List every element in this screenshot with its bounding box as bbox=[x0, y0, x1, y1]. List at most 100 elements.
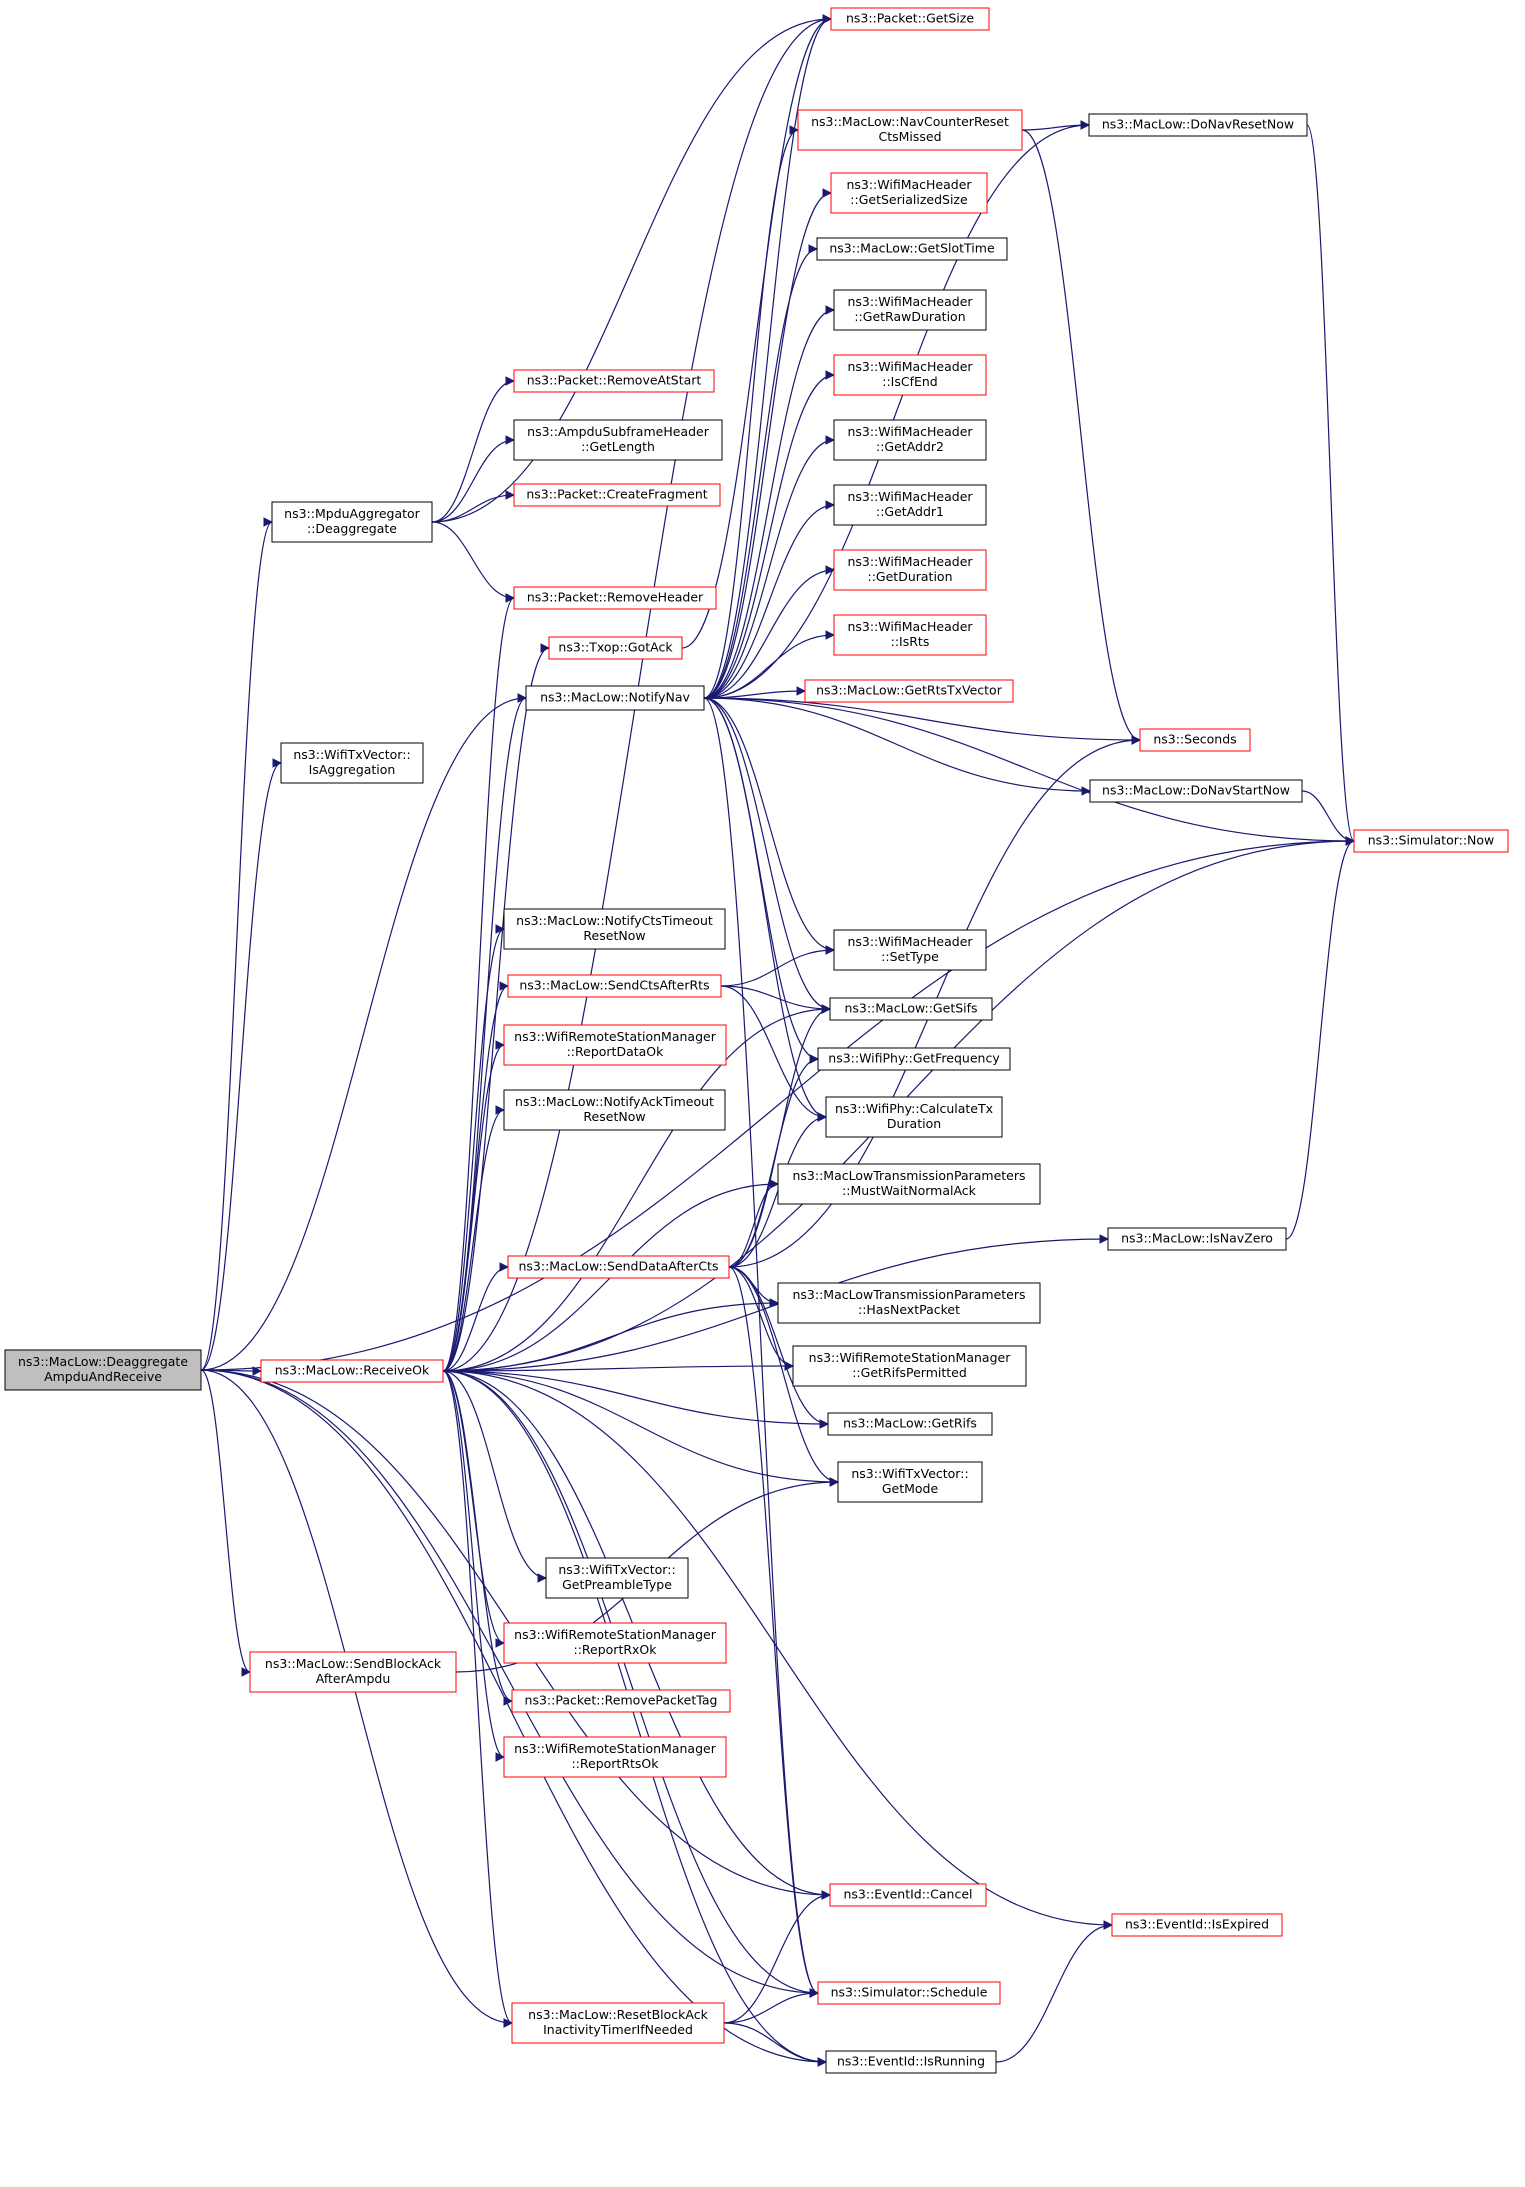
node-box bbox=[792, 1345, 1027, 1387]
node-mpdu-deagg[interactable]: ns3::MpduAggregator::Deaggregate bbox=[271, 501, 433, 543]
call-edge-root-to-notify_nav bbox=[200, 693, 527, 1371]
node-remove-at-start[interactable]: ns3::Packet::RemoveAtStart bbox=[513, 369, 715, 393]
node-notify-nav[interactable]: ns3::MacLow::NotifyNav bbox=[525, 685, 705, 711]
call-edge-receive_ok-to-notify_ack_timeout bbox=[442, 1105, 505, 1372]
node-is-nav-zero[interactable]: ns3::MacLow::IsNavZero bbox=[1107, 1227, 1287, 1251]
node-box bbox=[829, 997, 993, 1021]
node-get-frequency[interactable]: ns3::WifiPhy::GetFrequency bbox=[817, 1047, 1011, 1071]
node-get-duration[interactable]: ns3::WifiMacHeader::GetDuration bbox=[833, 549, 987, 591]
node-ampdu-getlength[interactable]: ns3::AmpduSubframeHeader::GetLength bbox=[513, 419, 723, 461]
node-box bbox=[833, 929, 987, 971]
node-do-nav-reset-now[interactable]: ns3::MacLow::DoNavResetNow bbox=[1088, 113, 1308, 137]
node-simulator-schedule[interactable]: ns3::Simulator::Schedule bbox=[817, 1981, 1001, 2005]
node-event-cancel[interactable]: ns3::EventId::Cancel bbox=[829, 1883, 987, 1907]
node-remove-header[interactable]: ns3::Packet::RemoveHeader bbox=[513, 586, 717, 610]
call-edge-receive_ok-to-reset_block_ack bbox=[442, 1370, 513, 2028]
node-box bbox=[548, 636, 683, 660]
node-box bbox=[4, 1349, 202, 1391]
node-send-data-after-cts[interactable]: ns3::MacLow::SendDataAfterCts bbox=[507, 1255, 730, 1279]
node-is-rts[interactable]: ns3::WifiMacHeader::IsRts bbox=[833, 614, 987, 656]
node-report-rx-ok[interactable]: ns3::WifiRemoteStationManager::ReportRxO… bbox=[503, 1622, 727, 1664]
node-get-rifs[interactable]: ns3::MacLow::GetRifs bbox=[827, 1412, 993, 1436]
node-reset-block-ack[interactable]: ns3::MacLow::ResetBlockAckInactivityTime… bbox=[511, 2002, 725, 2044]
node-box bbox=[1353, 829, 1509, 853]
node-txop-gotack[interactable]: ns3::Txop::GotAck bbox=[548, 636, 683, 660]
call-edge-root-to-mpdu_deagg bbox=[200, 517, 273, 1371]
node-label: ns3::MpduAggregator bbox=[284, 506, 421, 521]
node-must-wait-normal-ack[interactable]: ns3::MacLowTransmissionParameters::MustW… bbox=[777, 1163, 1041, 1205]
node-do-nav-start-now[interactable]: ns3::MacLow::DoNavStartNow bbox=[1089, 779, 1303, 803]
node-has-next-packet[interactable]: ns3::MacLowTransmissionParameters::HasNe… bbox=[777, 1282, 1041, 1324]
node-box bbox=[833, 549, 987, 591]
node-label: ns3::MacLow::NotifyAckTimeout bbox=[515, 1094, 714, 1109]
node-event-is-running[interactable]: ns3::EventId::IsRunning bbox=[825, 2050, 997, 2074]
node-seconds[interactable]: ns3::Seconds bbox=[1139, 728, 1251, 752]
node-label: ns3::MacLow::DoNavStartNow bbox=[1102, 783, 1290, 798]
node-box bbox=[280, 742, 424, 784]
call-edge-send_data_after_cts-to-get_frequency bbox=[728, 1054, 819, 1268]
node-create-fragment[interactable]: ns3::Packet::CreateFragment bbox=[513, 483, 721, 507]
node-get-raw-duration[interactable]: ns3::WifiMacHeader::GetRawDuration bbox=[833, 289, 987, 331]
call-edge-send_cts_after_rts-to-set_type bbox=[720, 945, 835, 987]
node-label: ns3::Packet::RemoveAtStart bbox=[527, 373, 702, 388]
node-label: CtsMissed bbox=[878, 129, 941, 144]
call-edge-receive_ok-to-get_mode bbox=[442, 1370, 839, 1487]
node-receive-ok[interactable]: ns3::MacLow::ReceiveOk bbox=[260, 1359, 444, 1383]
call-edge-notify_nav-to-get_addr2 bbox=[703, 435, 835, 699]
node-label: ns3::WifiPhy::GetFrequency bbox=[828, 1051, 1000, 1066]
node-get-sifs[interactable]: ns3::MacLow::GetSifs bbox=[829, 997, 993, 1021]
node-send-cts-after-rts[interactable]: ns3::MacLow::SendCtsAfterRts bbox=[507, 974, 722, 998]
node-label: ns3::MacLowTransmissionParameters bbox=[792, 1287, 1025, 1302]
node-label: ns3::AmpduSubframeHeader bbox=[527, 424, 710, 439]
node-packet-getsize[interactable]: ns3::Packet::GetSize bbox=[830, 7, 990, 31]
node-box bbox=[507, 974, 722, 998]
node-get-addr2[interactable]: ns3::WifiMacHeader::GetAddr2 bbox=[833, 419, 987, 461]
node-is-cf-end[interactable]: ns3::WifiMacHeader::IsCfEnd bbox=[833, 354, 987, 396]
node-report-rts-ok[interactable]: ns3::WifiRemoteStationManager::ReportRts… bbox=[503, 1736, 727, 1778]
node-label: ::IsCfEnd bbox=[882, 374, 938, 389]
node-report-data-ok[interactable]: ns3::WifiRemoteStationManager::ReportDat… bbox=[503, 1024, 727, 1066]
node-label: ns3::WifiRemoteStationManager bbox=[514, 1741, 717, 1756]
call-edge-is_nav_zero-to-simulator_now bbox=[1285, 836, 1355, 1240]
call-edge-send_data_after_cts-to-simulator_schedule bbox=[728, 1266, 819, 1998]
node-remove-packet-tag[interactable]: ns3::Packet::RemovePacketTag bbox=[511, 1689, 731, 1713]
call-edge-receive_ok-to-report_rts_ok bbox=[442, 1370, 505, 1762]
node-label: ns3::WifiMacHeader bbox=[847, 294, 973, 309]
node-is-aggregation[interactable]: ns3::WifiTxVector::IsAggregation bbox=[280, 742, 424, 784]
node-label: ns3::WifiRemoteStationManager bbox=[809, 1350, 1012, 1365]
call-edge-do_nav_reset_now-to-simulator_now bbox=[1306, 124, 1355, 846]
node-get-slot-time[interactable]: ns3::MacLow::GetSlotTime bbox=[816, 237, 1008, 261]
node-box bbox=[837, 1461, 983, 1503]
node-get-addr1[interactable]: ns3::WifiMacHeader::GetAddr1 bbox=[833, 484, 987, 526]
node-event-is-expired[interactable]: ns3::EventId::IsExpired bbox=[1111, 1913, 1283, 1937]
node-get-rts-tx-vector[interactable]: ns3::MacLow::GetRtsTxVector bbox=[804, 679, 1014, 703]
node-label: ns3::WifiMacHeader bbox=[847, 359, 973, 374]
node-label: ns3::Packet::RemovePacketTag bbox=[525, 1693, 718, 1708]
call-edge-send_data_after_cts-to-get_rifs bbox=[728, 1266, 829, 1429]
node-get-preamble-type[interactable]: ns3::WifiTxVector::GetPreambleType bbox=[545, 1557, 689, 1599]
node-label: ns3::Packet::CreateFragment bbox=[526, 487, 707, 502]
node-label: ns3::WifiTxVector:: bbox=[851, 1466, 968, 1481]
node-simulator-now[interactable]: ns3::Simulator::Now bbox=[1353, 829, 1509, 853]
node-layer: ns3::MacLow::DeaggregateAmpduAndReceiven… bbox=[4, 7, 1509, 2074]
node-get-rifs-permitted[interactable]: ns3::WifiRemoteStationManager::GetRifsPe… bbox=[792, 1345, 1027, 1387]
node-get-mode[interactable]: ns3::WifiTxVector::GetMode bbox=[837, 1461, 983, 1503]
call-edge-receive_ok-to-notify_cts_timeout bbox=[442, 924, 505, 1372]
node-box bbox=[525, 685, 705, 711]
call-edge-nav_counter_reset-to-do_nav_reset_now bbox=[1021, 120, 1090, 131]
node-box bbox=[833, 484, 987, 526]
call-edge-notify_nav-to-get_raw_duration bbox=[703, 305, 835, 699]
call-edge-receive_ok-to-get_rifs_permitted bbox=[442, 1361, 794, 1372]
call-edge-root-to-is_aggregation bbox=[200, 758, 282, 1371]
call-edge-notify_nav-to-get_addr1 bbox=[703, 500, 835, 699]
call-edge-receive_ok-to-simulator_schedule bbox=[442, 1370, 819, 1998]
node-get-serialized-size[interactable]: ns3::WifiMacHeader::GetSerializedSize bbox=[830, 172, 988, 214]
node-set-type[interactable]: ns3::WifiMacHeader::SetType bbox=[833, 929, 987, 971]
